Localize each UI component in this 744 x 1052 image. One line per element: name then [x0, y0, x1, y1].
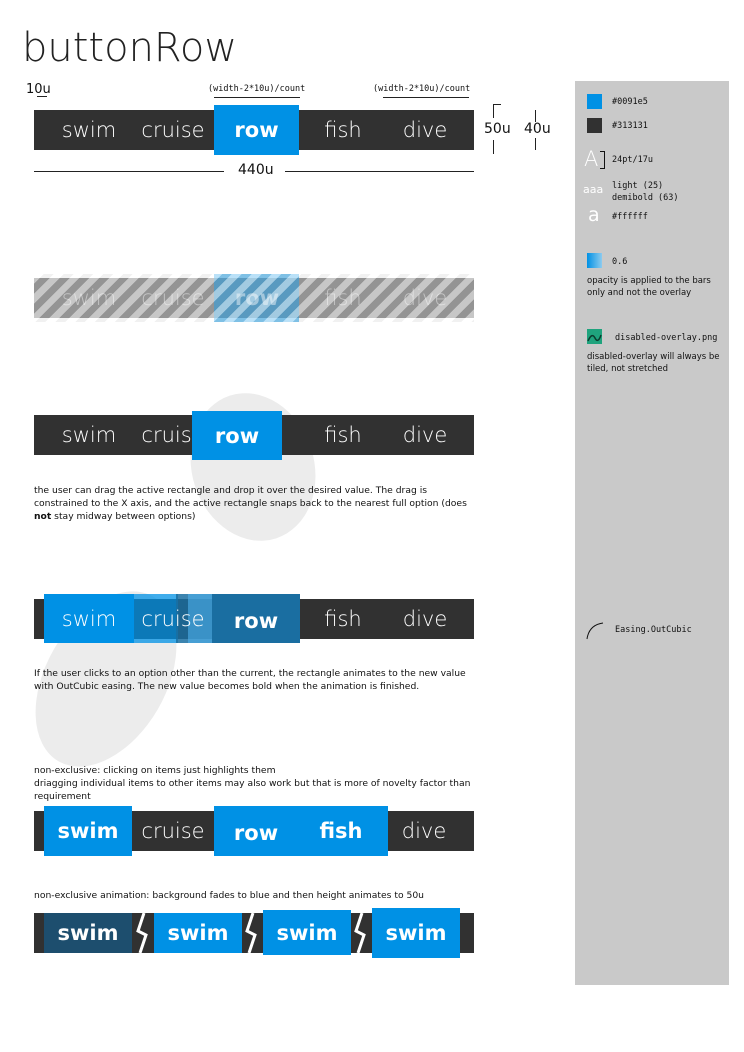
- easing-curve-icon: [586, 622, 604, 640]
- option-cruise[interactable]: cruise: [141, 118, 205, 142]
- dark-swatch: [587, 118, 602, 133]
- font-size-glyph: A: [584, 147, 599, 171]
- anim-step-2: swim: [154, 913, 242, 953]
- button-row-disabled: swim cruise row fish dive: [34, 274, 474, 322]
- frame-break-icon: [245, 913, 257, 953]
- nonexclusive-description: non-exclusive: clicking on items just hi…: [34, 765, 471, 802]
- spec-sidebar: #0091e5 #313131 A 24pt/17u aaa light (25…: [575, 81, 729, 985]
- weight-light: light (25): [612, 181, 664, 191]
- overlay-filename: disabled-overlay.png: [615, 333, 718, 343]
- click-option-swim[interactable]: swim: [61, 607, 117, 631]
- active-option-row[interactable]: row: [214, 105, 299, 155]
- nonexclusive-animation-description: non-exclusive animation: background fade…: [34, 890, 425, 901]
- click-option-row[interactable]: row: [233, 609, 279, 633]
- click-description: If the user clicks to an option other th…: [34, 668, 466, 692]
- frame-break-icon: [354, 913, 366, 953]
- anim-step-1: swim: [44, 913, 132, 953]
- frame-break-icon: [136, 913, 148, 953]
- nonex-option-fish-selected[interactable]: fish: [319, 819, 363, 843]
- drag-touch-indicator: [171, 376, 335, 558]
- drag-option-dive[interactable]: dive: [402, 423, 448, 447]
- text-color-hex: #ffffff: [612, 212, 648, 222]
- active-height-label: 50u: [484, 121, 511, 137]
- weights-glyph: aaa: [583, 183, 604, 196]
- dragged-active-row[interactable]: row: [192, 411, 282, 460]
- bar-height-label: 40u: [524, 121, 551, 137]
- overlay-note: disabled-overlay will always be tiled, n…: [587, 352, 720, 374]
- disabled-option-cruise: cruise: [141, 286, 205, 310]
- anim-frame-final: [212, 594, 300, 643]
- disabled-option-fish: fish: [324, 286, 362, 310]
- disabled-option-dive: dive: [402, 286, 448, 310]
- font-size-bracket: [600, 151, 605, 169]
- anim-step-3: swim: [263, 910, 351, 955]
- total-width-label: 440u: [238, 162, 274, 178]
- click-option-fish[interactable]: fish: [324, 607, 362, 631]
- disabled-option-row: row: [234, 286, 280, 310]
- margin-label: 10u: [26, 82, 51, 97]
- click-option-cruise[interactable]: cruise: [141, 607, 205, 631]
- nonex-selected-block: [214, 806, 388, 856]
- disabled-option-swim: swim: [61, 286, 117, 310]
- anim-frame-1: [44, 594, 134, 643]
- nonex-option-row-selected[interactable]: row: [233, 821, 279, 845]
- click-option-dive[interactable]: dive: [402, 607, 448, 631]
- blue-swatch: [587, 94, 602, 109]
- weight-demibold: demibold (63): [612, 193, 679, 203]
- opacity-note: opacity is applied to the bars only and …: [587, 276, 711, 298]
- nonex-option-cruise[interactable]: cruise: [141, 819, 205, 843]
- dark-hex: #313131: [612, 121, 648, 131]
- page-title: buttonRow: [22, 25, 238, 71]
- easing-name: Easing.OutCubic: [615, 625, 692, 635]
- segment-formula-1: (width-2*10u)/count: [208, 84, 306, 94]
- drag-option-swim[interactable]: swim: [61, 423, 117, 447]
- font-size-spec: 24pt/17u: [612, 155, 653, 165]
- blue-hex: #0091e5: [612, 97, 648, 107]
- nonex-option-dive[interactable]: dive: [401, 819, 447, 843]
- text-color-glyph: a: [588, 204, 600, 226]
- anim-frame-4: [188, 594, 214, 643]
- opacity-value: 0.6: [612, 257, 628, 267]
- anim-step-4: swim: [372, 908, 460, 958]
- option-swim[interactable]: swim: [61, 118, 117, 142]
- option-fish[interactable]: fish: [324, 118, 362, 142]
- drag-description: the user can drag the active rectangle a…: [34, 485, 467, 522]
- overlay-swatch: [587, 329, 602, 344]
- option-dive[interactable]: dive: [402, 118, 448, 142]
- anim-frame-2: [133, 594, 178, 643]
- segment-formula-2: (width-2*10u)/count: [373, 84, 471, 94]
- drag-option-fish[interactable]: fish: [324, 423, 362, 447]
- opacity-swatch: [587, 253, 602, 268]
- nonex-option-swim-selected[interactable]: swim: [44, 806, 132, 856]
